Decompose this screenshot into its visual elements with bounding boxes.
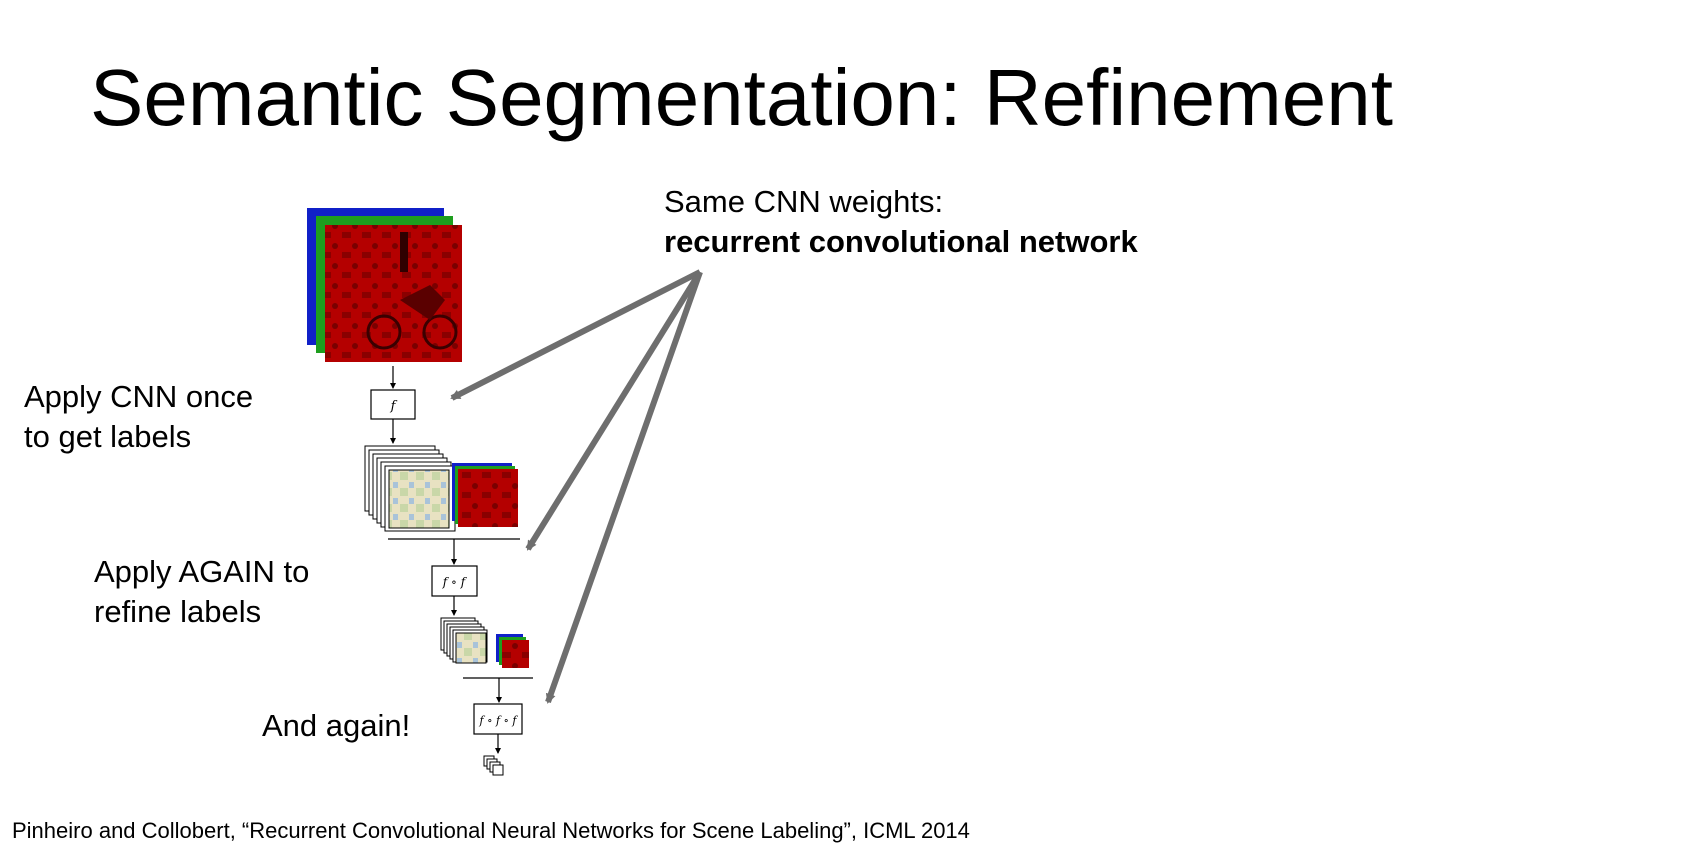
arrow-to-f: [450, 269, 702, 401]
citation: Pinheiro and Collobert, “Recurrent Convo…: [12, 818, 970, 843]
step-1-line-2: to get labels: [24, 419, 192, 454]
shared-weights-arrows: [450, 269, 703, 704]
scene-wheel-right: [422, 314, 458, 350]
f-box-3-label: f ∘ f ∘ f: [479, 714, 519, 727]
note-line-1: Same CNN weights:: [664, 184, 944, 219]
f-box-3: [473, 703, 523, 735]
output-stack-3: [483, 755, 504, 776]
arrow-to-ff: [525, 270, 703, 551]
note-line-2: recurrent convolutional network: [664, 224, 1138, 259]
step-1-label: Apply CNN once to get labels: [24, 377, 253, 457]
arrow-to-fff: [545, 271, 703, 704]
step-2-label: Apply AGAIN to refine labels: [94, 552, 309, 632]
step-1-line-1: Apply CNN once: [24, 379, 254, 414]
scene-rider: [400, 285, 445, 320]
output-stack-1: [364, 445, 518, 532]
scene-wheel-left: [366, 314, 402, 350]
f-box-1: [370, 389, 416, 420]
step-2-line-2: refine labels: [94, 594, 262, 629]
annotation-note: Same CNN weights: recurrent convolutiona…: [664, 182, 1138, 262]
f-box-2-label: f ∘ f: [442, 575, 468, 589]
output-stack-2: [440, 617, 529, 668]
f-box-1-label: f: [390, 399, 398, 414]
slide-title: Semantic Segmentation: Refinement: [90, 53, 1393, 142]
input-image-stack: [307, 208, 462, 362]
scene-pole: [400, 232, 408, 272]
channel-red: [325, 225, 462, 362]
f-box-2: [431, 565, 478, 597]
step-3-label: And again!: [262, 708, 411, 743]
step-2-line-1: Apply AGAIN to: [94, 554, 310, 589]
